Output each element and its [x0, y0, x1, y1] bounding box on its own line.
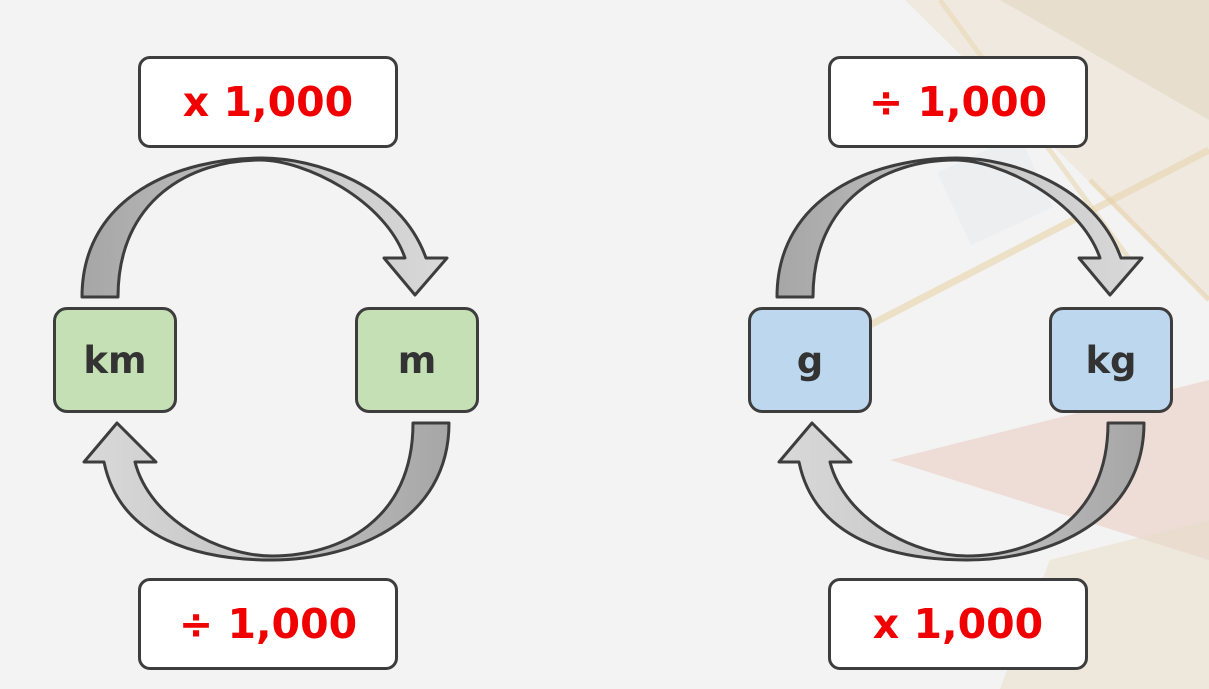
mass-bottom-factor-label: x 1,000 — [828, 578, 1088, 670]
length-top-factor-label: x 1,000 — [138, 56, 398, 148]
unit-m-label: m — [397, 338, 437, 382]
mass-bottom-factor-text: x 1,000 — [872, 600, 1044, 648]
unit-km-box: km — [53, 307, 177, 413]
arrow-top-length — [80, 156, 449, 299]
unit-m-box: m — [355, 307, 479, 413]
arrow-bottom-length — [82, 421, 451, 562]
length-bottom-factor-label: ÷ 1,000 — [138, 578, 398, 670]
unit-kg-label: kg — [1085, 338, 1137, 382]
length-top-factor-text: x 1,000 — [182, 78, 354, 126]
unit-km-label: km — [83, 338, 147, 382]
length-bottom-factor-text: ÷ 1,000 — [178, 600, 358, 648]
arrow-top-mass — [775, 156, 1144, 299]
mass-top-factor-text: ÷ 1,000 — [868, 78, 1048, 126]
unit-g-label: g — [796, 338, 824, 382]
unit-kg-box: kg — [1049, 307, 1173, 413]
unit-g-box: g — [748, 307, 872, 413]
mass-top-factor-label: ÷ 1,000 — [828, 56, 1088, 148]
arrow-bottom-mass — [777, 421, 1146, 562]
